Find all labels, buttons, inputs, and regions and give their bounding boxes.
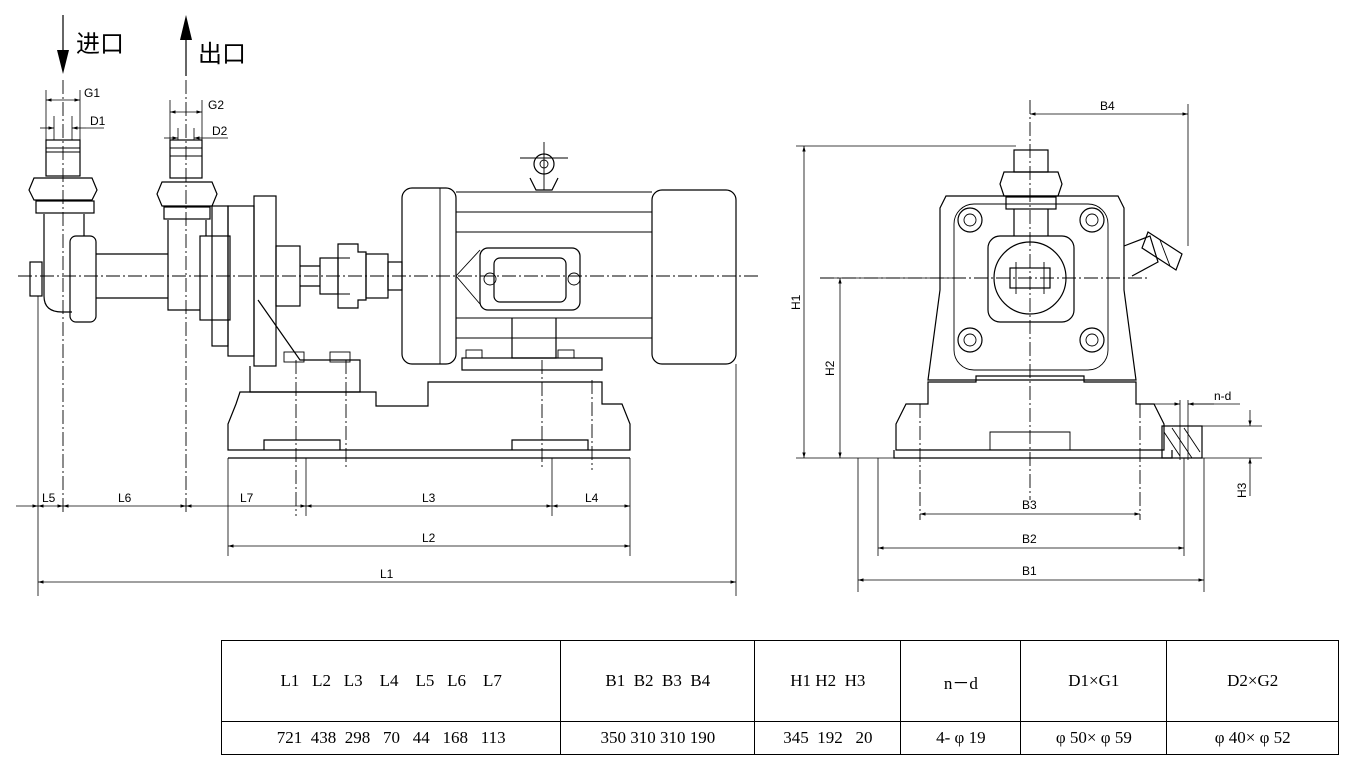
header-nd: n－d bbox=[900, 640, 1022, 722]
dim-l3-label: L3 bbox=[422, 491, 436, 505]
dim-h3-label: H3 bbox=[1235, 482, 1249, 498]
dim-l6-label: L6 bbox=[118, 491, 132, 505]
value-nd: 4- φ 19 bbox=[900, 721, 1022, 755]
header-l-group: L1 L2 L3 L4 L5 L6 L7 bbox=[220, 640, 562, 722]
inlet-arrow bbox=[57, 15, 69, 74]
pump-drawing: 进口 出口 bbox=[16, 15, 1262, 596]
dim-l5-label: L5 bbox=[42, 491, 56, 505]
header-b-group: B1 B2 B3 B4 bbox=[560, 640, 756, 722]
side-view: G1 D1 G2 D2 L5 L6 L7 L3 L4 L2 L1 bbox=[16, 80, 760, 596]
table-row: 721 438 298 70 44 168 113 350 310 310 19… bbox=[220, 721, 1339, 755]
dim-d2-label: D2 bbox=[212, 124, 228, 138]
dim-l2-label: L2 bbox=[422, 531, 436, 545]
dim-l7-label: L7 bbox=[240, 491, 254, 505]
dim-g1-label: G1 bbox=[84, 86, 100, 100]
header-d2g2: D2×G2 bbox=[1166, 640, 1339, 722]
value-l-group: 721 438 298 70 44 168 113 bbox=[220, 721, 562, 755]
value-d1g1: φ 50× φ 59 bbox=[1020, 721, 1168, 755]
dimension-table: L1 L2 L3 L4 L5 L6 L7 B1 B2 B3 B4 H1 H2 H… bbox=[220, 640, 1339, 755]
header-h-group: H1 H2 H3 bbox=[754, 640, 902, 722]
dim-d1-label: D1 bbox=[90, 114, 106, 128]
dim-l1-label: L1 bbox=[380, 567, 394, 581]
inlet-label: 进口 bbox=[76, 31, 124, 58]
dim-h2-label: H2 bbox=[823, 360, 837, 376]
dim-l4-label: L4 bbox=[585, 491, 599, 505]
dim-h1-label: H1 bbox=[789, 294, 803, 310]
value-h-group: 345 192 20 bbox=[754, 721, 902, 755]
dim-b2-label: B2 bbox=[1022, 532, 1037, 546]
header-d1g1: D1×G1 bbox=[1020, 640, 1168, 722]
dim-g2-label: G2 bbox=[208, 98, 224, 112]
table-header-row: L1 L2 L3 L4 L5 L6 L7 B1 B2 B3 B4 H1 H2 H… bbox=[220, 640, 1339, 722]
value-b-group: 350 310 310 190 bbox=[560, 721, 756, 755]
value-d2g2: φ 40× φ 52 bbox=[1166, 721, 1339, 755]
dim-b1-label: B1 bbox=[1022, 564, 1037, 578]
dim-b3-label: B3 bbox=[1022, 498, 1037, 512]
outlet-label: 出口 bbox=[198, 41, 246, 68]
end-view: B4 H1 H2 H3 n-d B3 B2 B1 bbox=[789, 99, 1262, 592]
dim-b4-label: B4 bbox=[1100, 99, 1115, 113]
outlet-arrow bbox=[180, 15, 192, 76]
dim-nd-label: n-d bbox=[1214, 389, 1231, 403]
